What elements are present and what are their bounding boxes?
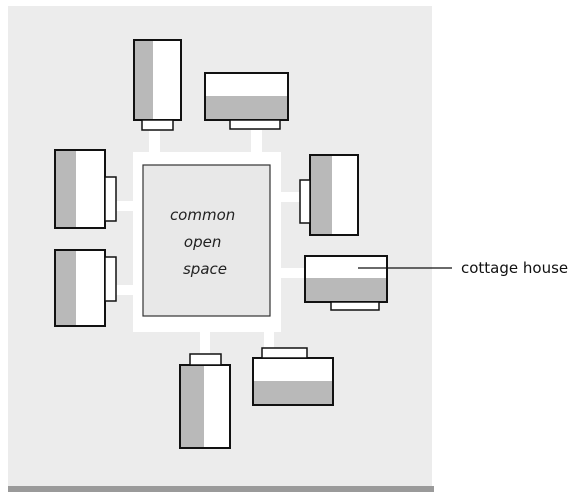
walkway-to-northeast-cottage bbox=[251, 130, 262, 154]
cottage-northeast-shade bbox=[205, 96, 288, 120]
cottage-east-lower-shade bbox=[305, 278, 387, 302]
center-label-line-3: space bbox=[183, 260, 227, 278]
cottage-east-upper-shade bbox=[310, 155, 332, 235]
center-label-line-1: common bbox=[170, 206, 235, 224]
walkway-to-southeast-cottage bbox=[264, 330, 274, 350]
cottage-northeast-porch bbox=[229, 119, 281, 130]
cottage-north bbox=[133, 39, 182, 131]
cottage-northeast bbox=[204, 72, 289, 130]
walkway-to-west-lower-cottage bbox=[116, 285, 135, 295]
cottage-west-upper-shade bbox=[55, 150, 76, 228]
cottage-east-upper bbox=[299, 154, 359, 236]
cottage-north-shade bbox=[134, 40, 153, 120]
cottage-east-upper-porch bbox=[299, 179, 311, 224]
common-open-space bbox=[142, 164, 271, 317]
cottage-west-lower-porch bbox=[104, 256, 117, 302]
cottage-north-porch bbox=[141, 119, 174, 131]
walkway-to-north-cottage bbox=[149, 130, 160, 154]
cottage-south bbox=[179, 353, 231, 449]
cottage-east-lower-porch bbox=[330, 301, 380, 311]
walkway-connectors bbox=[116, 130, 305, 356]
cottage-west-upper-porch bbox=[104, 176, 117, 222]
walkway-to-east-upper-cottage bbox=[279, 192, 301, 202]
cottage-west-lower bbox=[54, 249, 117, 327]
cottage-southeast bbox=[252, 347, 334, 406]
walkway-to-west-upper-cottage bbox=[116, 201, 135, 211]
cottage-southeast-shade bbox=[253, 381, 333, 405]
cottage-callout-label: cottage house bbox=[461, 259, 568, 277]
cottage-south-porch bbox=[189, 353, 222, 366]
cottage-south-shade bbox=[180, 365, 204, 448]
walkway-to-south-cottage bbox=[200, 330, 210, 356]
cottage-east-lower bbox=[304, 255, 388, 311]
cottage-west-upper bbox=[54, 149, 117, 229]
walkway-to-east-lower-cottage bbox=[279, 268, 305, 278]
site-bottom-edge bbox=[8, 486, 434, 492]
cottage-southeast-porch bbox=[261, 347, 308, 359]
center-label-line-2: open bbox=[184, 233, 221, 251]
common-open-space-label: common open space bbox=[170, 206, 240, 278]
cottage-west-lower-shade bbox=[55, 250, 76, 326]
